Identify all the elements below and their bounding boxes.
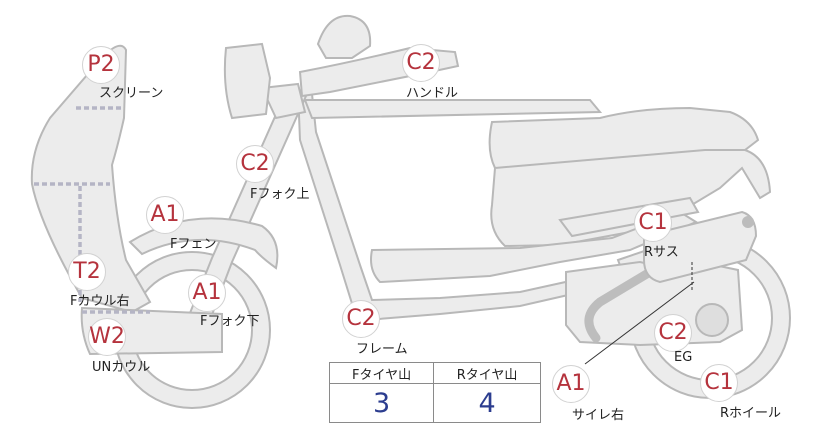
muffler-tip [742, 216, 754, 228]
exhaust-pipe [584, 267, 655, 343]
callout-label-silencer-right: サイレ右 [572, 408, 625, 423]
callout-code-handle: C2 [402, 44, 440, 82]
callout-code-fork-upper: C2 [236, 145, 274, 183]
headlight [223, 42, 272, 120]
rear-tread-header: Rタイヤ山 [433, 362, 541, 384]
callout-code-rear-wheel: C1 [700, 364, 738, 402]
callout-code-under-cowl: W2 [88, 318, 126, 356]
callout-label-handle: ハンドル [406, 86, 459, 101]
callout-code-rear-shock: C1 [634, 204, 672, 242]
rear-hub [695, 303, 729, 337]
callout-code-front-fender: A1 [146, 196, 184, 234]
muffler [643, 210, 758, 284]
callout-label-fork-upper: Fフォク上 [250, 187, 310, 202]
callout-label-screen: スクリーン [99, 86, 164, 101]
upper-frame-tube [303, 99, 603, 120]
tire-tread-table: Fタイヤ山 Rタイヤ山 3 4 [328, 362, 541, 423]
callout-label-rear-shock: Rサス [644, 245, 679, 260]
callout-label-frame: フレーム [356, 342, 408, 357]
callout-code-fork-lower: A1 [188, 274, 226, 312]
mirror [316, 14, 372, 59]
callout-label-rear-wheel: Rホイール [720, 406, 782, 421]
callout-label-fork-lower: Fフォク下 [200, 314, 260, 329]
callout-label-front-cowl-right: Fカウル右 [70, 294, 130, 309]
callout-label-front-fender: Fフェン [170, 237, 217, 252]
steering-stem [260, 82, 307, 120]
callout-code-screen: P2 [82, 46, 120, 84]
silencer-leader-line [584, 281, 695, 365]
front-tread-header: Fタイヤ山 [328, 362, 435, 384]
front-tread-value: 3 [328, 383, 435, 423]
rear-tread-value: 4 [433, 383, 541, 423]
callout-label-under-cowl: UNカウル [92, 360, 151, 375]
callout-code-front-cowl-right: T2 [68, 253, 106, 291]
front-screen-cowl [30, 44, 152, 314]
callout-code-silencer-right: A1 [552, 365, 590, 403]
callout-code-frame: C2 [342, 300, 380, 338]
callout-label-engine: EG [674, 350, 693, 365]
callout-code-engine: C2 [654, 314, 692, 352]
